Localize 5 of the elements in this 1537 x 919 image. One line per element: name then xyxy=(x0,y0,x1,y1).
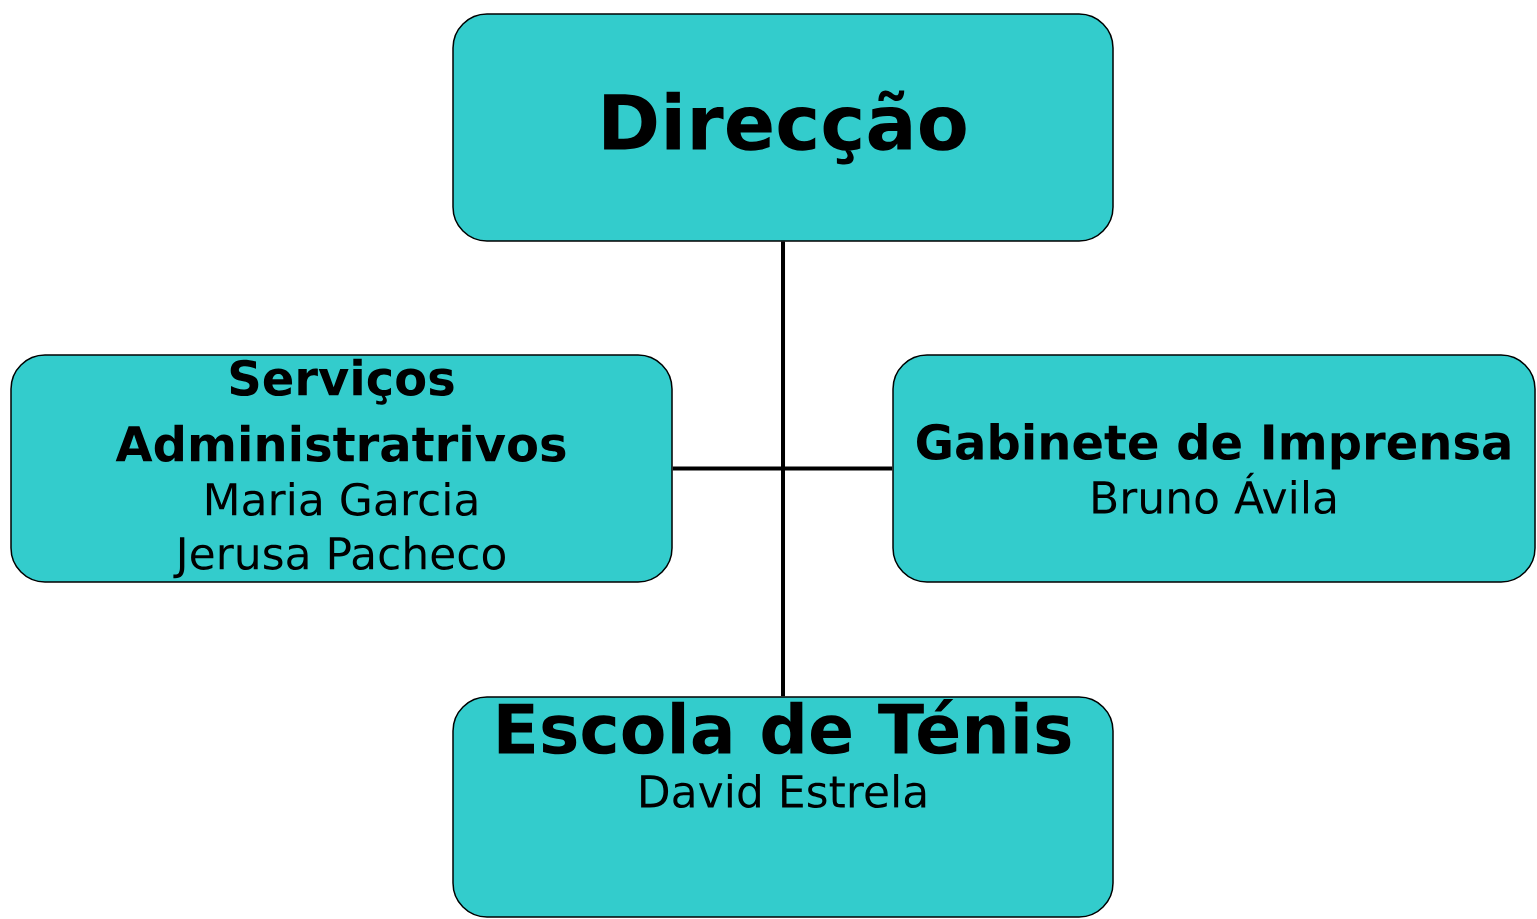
org-box: Direcção xyxy=(452,13,1114,242)
org-box: Gabinete de Imprensa Bruno Ávila xyxy=(892,354,1536,583)
org-box: Escola de Ténis David Estrela xyxy=(452,696,1114,918)
org-box: Serviços Administratrivos Maria Garcia Jerusa Pacheco xyxy=(10,354,673,583)
connector-line xyxy=(781,241,785,697)
